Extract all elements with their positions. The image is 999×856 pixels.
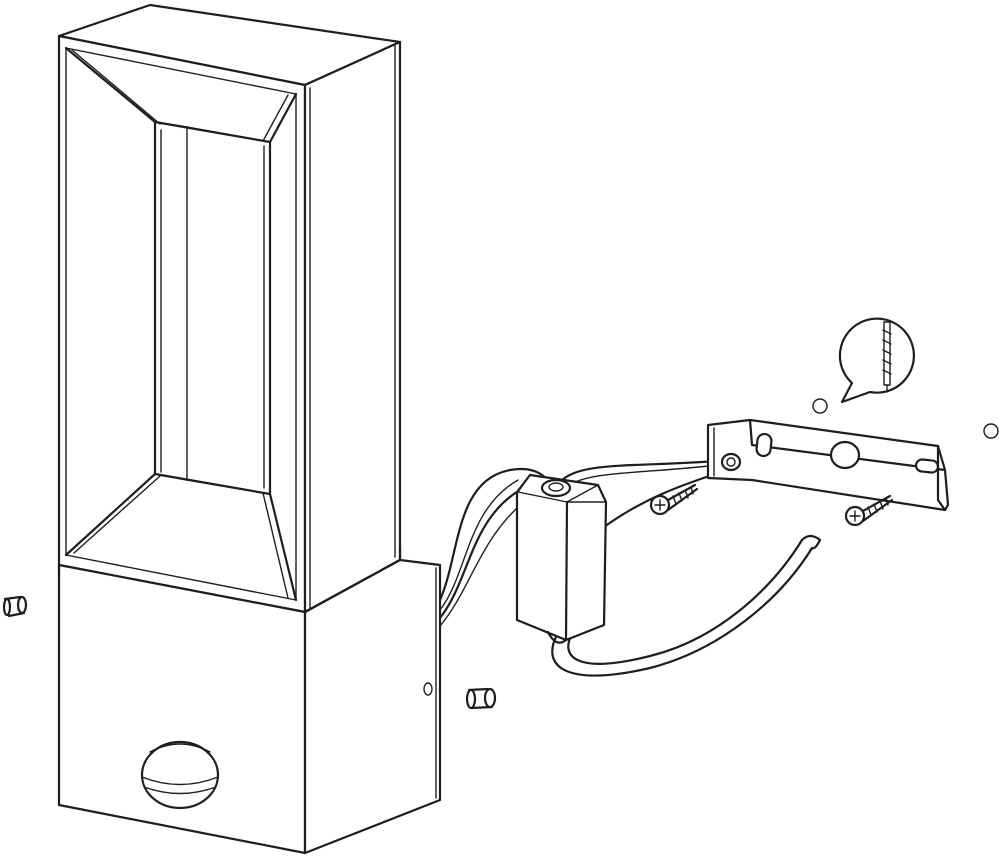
wall-bracket bbox=[706, 418, 950, 512]
lamp-housing bbox=[57, 3, 402, 614]
screw-icon bbox=[649, 483, 699, 516]
wall-plug-icon bbox=[838, 317, 916, 404]
grub-screw-icon bbox=[2, 595, 28, 618]
drill-hole-icon bbox=[812, 398, 999, 439]
cable-icon bbox=[438, 458, 822, 677]
screw-icon bbox=[844, 494, 894, 527]
grub-screw-icon bbox=[465, 687, 497, 710]
junction-box bbox=[515, 473, 608, 644]
sensor-icon bbox=[140, 740, 220, 810]
motion-sensor-base bbox=[57, 546, 442, 855]
